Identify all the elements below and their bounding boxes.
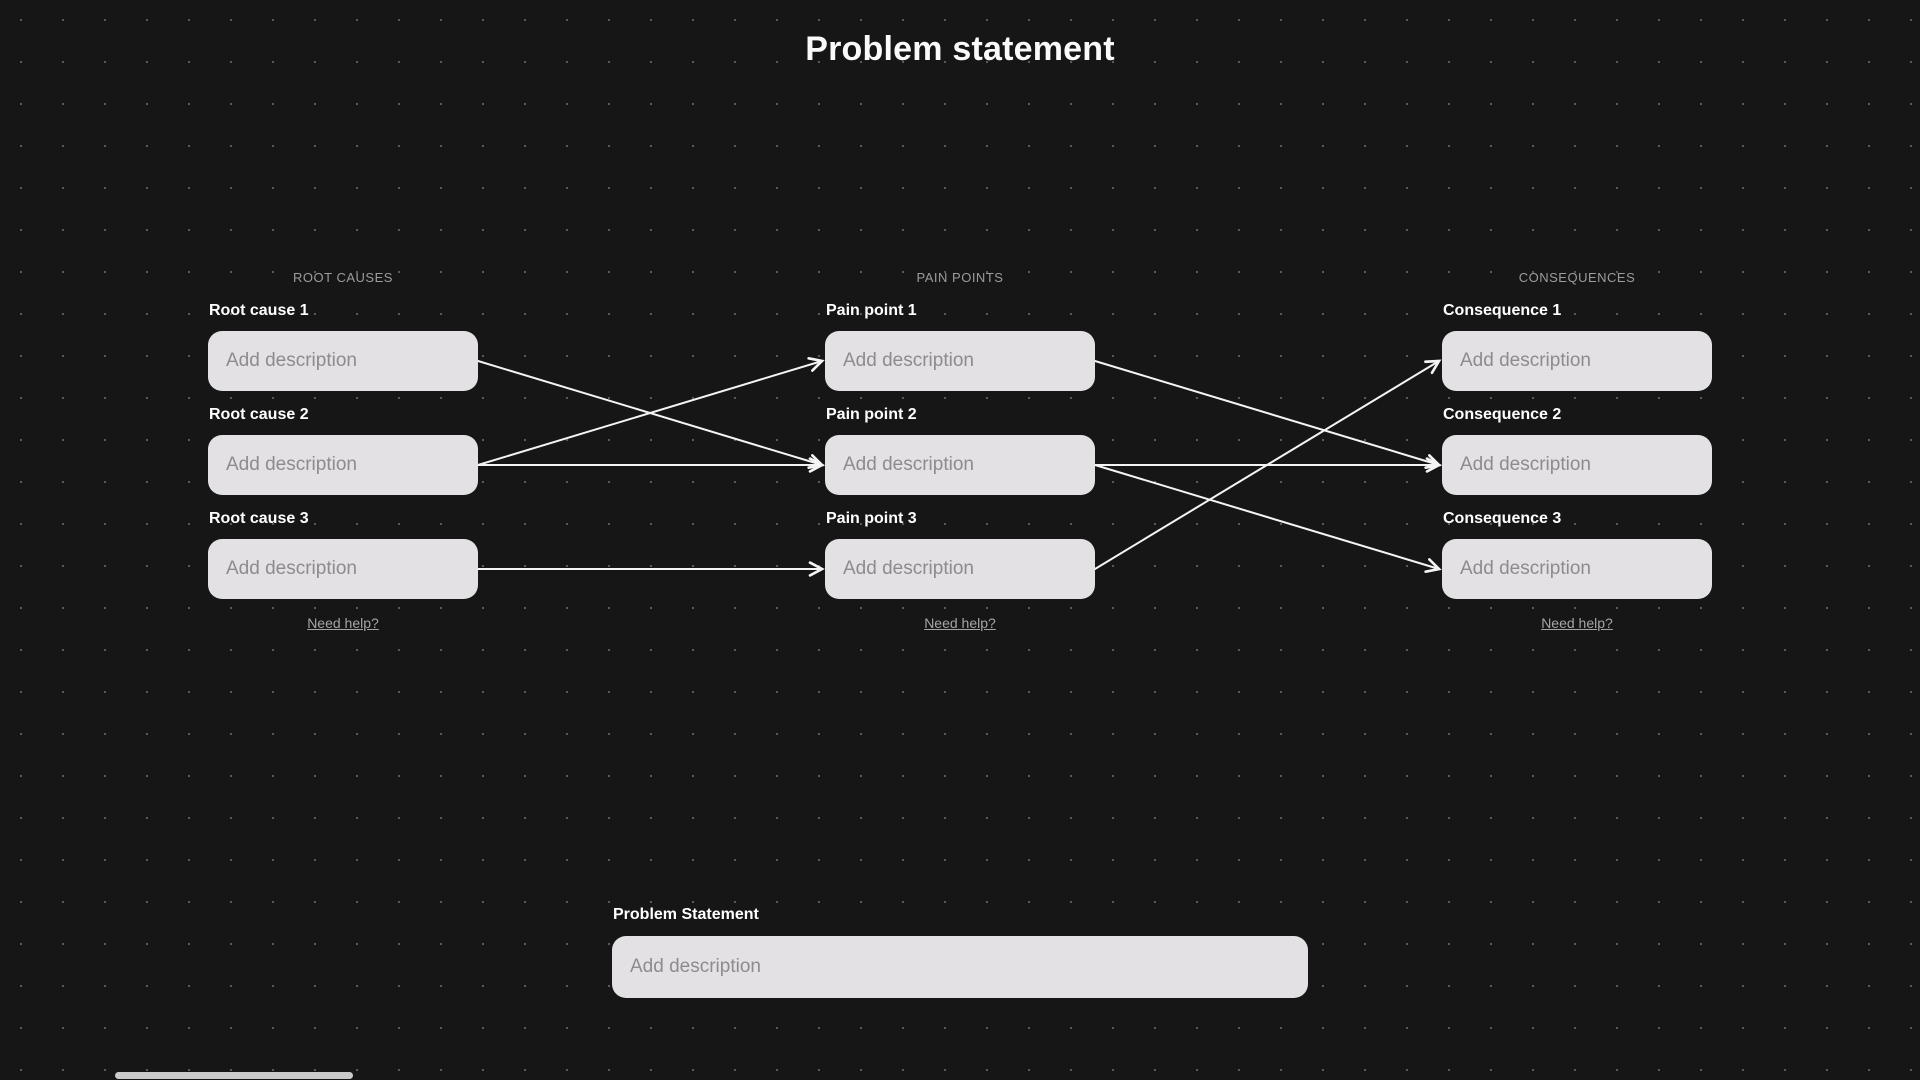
- placeholder-text: Add description: [1460, 350, 1591, 371]
- node-label-consequence-2: Consequence 2: [1443, 406, 1562, 423]
- placeholder-text: Add description: [843, 454, 974, 475]
- node-label-root-cause-1: Root cause 1: [209, 302, 309, 319]
- placeholder-text: Add description: [226, 558, 357, 579]
- placeholder-text: Add description: [630, 956, 761, 977]
- node-label-root-cause-3: Root cause 3: [209, 510, 309, 527]
- node-label-pain-point-1: Pain point 1: [826, 302, 917, 319]
- placeholder-text: Add description: [1460, 558, 1591, 579]
- placeholder-text: Add description: [843, 350, 974, 371]
- node-label-root-cause-2: Root cause 2: [209, 406, 309, 423]
- description-box-pain-point-3[interactable]: Add description: [825, 539, 1095, 599]
- description-box-consequence-3[interactable]: Add description: [1442, 539, 1712, 599]
- placeholder-text: Add description: [226, 454, 357, 475]
- description-box-pain-point-1[interactable]: Add description: [825, 331, 1095, 391]
- description-box-consequence-2[interactable]: Add description: [1442, 435, 1712, 495]
- problem-statement-box[interactable]: Add description: [612, 936, 1308, 998]
- node-label-consequence-1: Consequence 1: [1443, 302, 1562, 319]
- need-help-link-consequences[interactable]: Need help?: [1541, 615, 1613, 631]
- node-label-consequence-3: Consequence 3: [1443, 510, 1562, 527]
- problem-statement-label: Problem Statement: [613, 906, 759, 923]
- need-help-link-pain-points[interactable]: Need help?: [924, 615, 996, 631]
- need-help-link-root-causes[interactable]: Need help?: [307, 615, 379, 631]
- description-box-root-cause-3[interactable]: Add description: [208, 539, 478, 599]
- column-pain-points: PAIN POINTS Pain point 1 Add description…: [825, 270, 1095, 660]
- description-box-consequence-1[interactable]: Add description: [1442, 331, 1712, 391]
- column-header-root-causes: ROOT CAUSES: [293, 270, 393, 285]
- node-label-pain-point-3: Pain point 3: [826, 510, 917, 527]
- horizontal-scrollbar-thumb[interactable]: [115, 1072, 353, 1079]
- description-box-pain-point-2[interactable]: Add description: [825, 435, 1095, 495]
- placeholder-text: Add description: [226, 350, 357, 371]
- column-header-pain-points: PAIN POINTS: [916, 270, 1004, 285]
- placeholder-text: Add description: [843, 558, 974, 579]
- column-consequences: CONSEQUENCES Consequence 1 Add descripti…: [1442, 270, 1712, 660]
- column-root-causes: ROOT CAUSES Root cause 1 Add description…: [208, 270, 478, 660]
- column-header-consequences: CONSEQUENCES: [1518, 270, 1636, 285]
- description-box-root-cause-2[interactable]: Add description: [208, 435, 478, 495]
- page-title: Problem statement: [805, 30, 1115, 68]
- description-box-root-cause-1[interactable]: Add description: [208, 331, 478, 391]
- placeholder-text: Add description: [1460, 454, 1591, 475]
- node-label-pain-point-2: Pain point 2: [826, 406, 917, 423]
